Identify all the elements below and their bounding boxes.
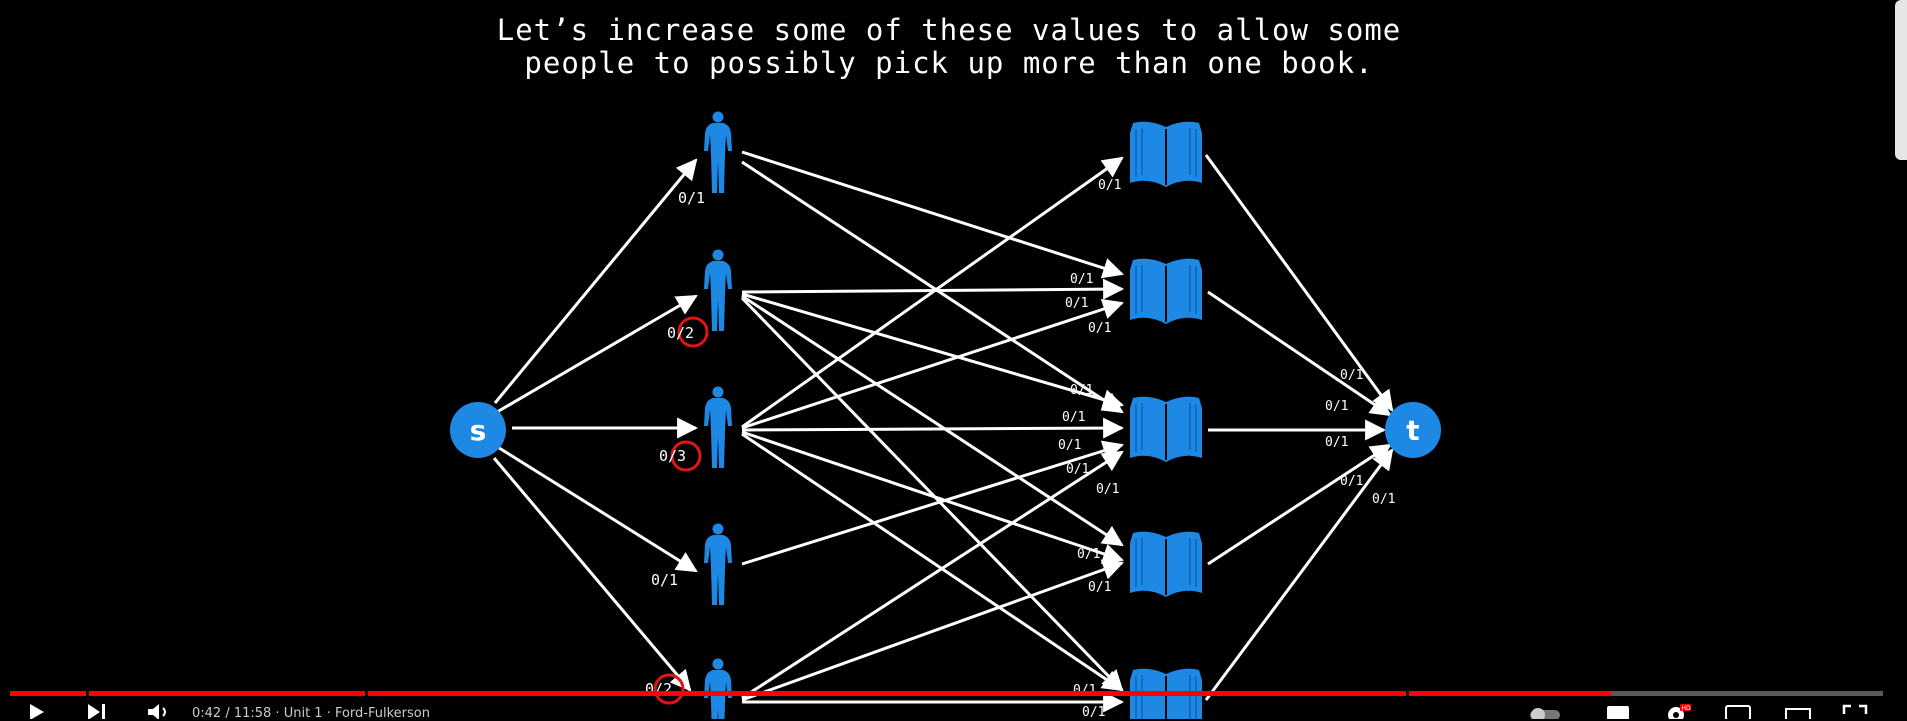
book-4-icon (1129, 530, 1203, 598)
settings-icon[interactable]: HD (1665, 704, 1691, 719)
capacity-label: 0/1 (651, 571, 678, 589)
progress-played (10, 691, 1612, 696)
edge-p5-b4 (741, 559, 1124, 702)
edges-people-to-books (740, 150, 1125, 713)
sink-node-label: t (1406, 414, 1419, 447)
video-caption: Let’s increase some of these values to a… (496, 13, 1402, 80)
capacity-label: 0/1 (1065, 296, 1088, 311)
capacity-label: 0/1 (1340, 368, 1363, 383)
page-scrollbar[interactable] (1895, 0, 1907, 160)
edge-p2-b5 (740, 296, 1124, 692)
edge-s-p5 (492, 457, 692, 692)
subtitles-icon[interactable] (1606, 704, 1630, 719)
fullscreen-icon[interactable] (1842, 704, 1868, 719)
capacity-label: 0/1 (1340, 474, 1363, 489)
svg-text:HD: HD (1682, 705, 1692, 712)
capacity-label: 0/1 (1062, 410, 1085, 425)
highlight-circle-p3 (670, 440, 702, 472)
book-2-icon (1129, 257, 1203, 325)
capacity-label: 0/1 (1070, 383, 1093, 398)
person-3-icon (704, 386, 732, 468)
edge-p2-b4 (741, 294, 1124, 547)
edge-p3-b4 (741, 430, 1124, 564)
chapter-marker (1406, 691, 1409, 696)
edge-b1-t (1204, 154, 1394, 412)
play-icon[interactable] (28, 704, 46, 719)
next-icon[interactable] (86, 704, 108, 719)
capacity-label: 0/1 (1096, 482, 1119, 497)
player-controls: 0:42 / 11:58 · Unit 1 · Ford-Fulkerson H… (0, 700, 1907, 721)
capacity-label: 0/1 (1325, 435, 1348, 450)
capacity-label: 0/1 (1088, 321, 1111, 336)
book-3-icon (1129, 395, 1203, 463)
highlight-circle-p5 (653, 673, 685, 705)
capacity-label: 0/2 (667, 324, 694, 342)
edge-p3-b2 (741, 298, 1124, 430)
capacity-label: 0/1 (1372, 492, 1395, 507)
edge-p3-b5 (741, 432, 1124, 692)
capacity-label: 0/1 (678, 189, 705, 207)
edge-b4-t (1207, 443, 1392, 566)
capacity-label: 0/1 (1058, 438, 1081, 453)
book-1-icon (1129, 120, 1203, 188)
edge-p5-b3 (741, 450, 1124, 700)
edges-source-to-people (492, 158, 699, 692)
capacity-label: 0/1 (1082, 705, 1105, 719)
capacity-label: 0/1 (1066, 462, 1089, 477)
capacity-label: 0/1 (1077, 547, 1100, 562)
person-1-icon (704, 111, 732, 193)
source-node: s (450, 402, 506, 458)
sink-node: t (1385, 402, 1441, 458)
edge-p4-b3 (741, 440, 1125, 566)
video-progress-bar[interactable] (10, 691, 1883, 696)
person-2-icon (704, 249, 732, 331)
source-node-label: s (470, 414, 487, 447)
miniplayer-icon[interactable] (1725, 704, 1751, 719)
edge-p1-b3 (741, 160, 1124, 414)
autoplay-toggle-icon[interactable] (1530, 704, 1560, 719)
edge-s-p2 (496, 294, 698, 414)
edge-b2-t (1207, 290, 1392, 417)
capacity-label: 0/3 (659, 447, 686, 465)
chapter-marker (86, 691, 89, 696)
person-4-icon (704, 523, 732, 605)
capacity-label: 0/1 (1088, 580, 1111, 595)
volume-icon[interactable] (146, 704, 172, 719)
theater-mode-icon[interactable] (1785, 704, 1811, 719)
edge-p2-b2 (741, 278, 1125, 300)
edge-p2-b3 (741, 292, 1125, 410)
highlight-circle-p2 (677, 316, 709, 348)
capacity-label: 0/1 (1325, 399, 1348, 414)
edge-p3-b3 (741, 417, 1125, 439)
edges-books-to-sink (1204, 154, 1394, 701)
edge-s-p4 (495, 444, 698, 573)
edge-s-p1 (493, 158, 698, 404)
capacity-label: 0/1 (1070, 272, 1093, 287)
chapter-marker (365, 691, 368, 696)
edge-p1-b2 (741, 150, 1124, 279)
time-display: 0:42 / 11:58 · Unit 1 · Ford-Fulkerson (192, 706, 430, 721)
edge-p3-b1 (741, 156, 1124, 429)
capacity-label: 0/1 (1098, 178, 1121, 193)
edge-b5-t (1204, 448, 1394, 701)
